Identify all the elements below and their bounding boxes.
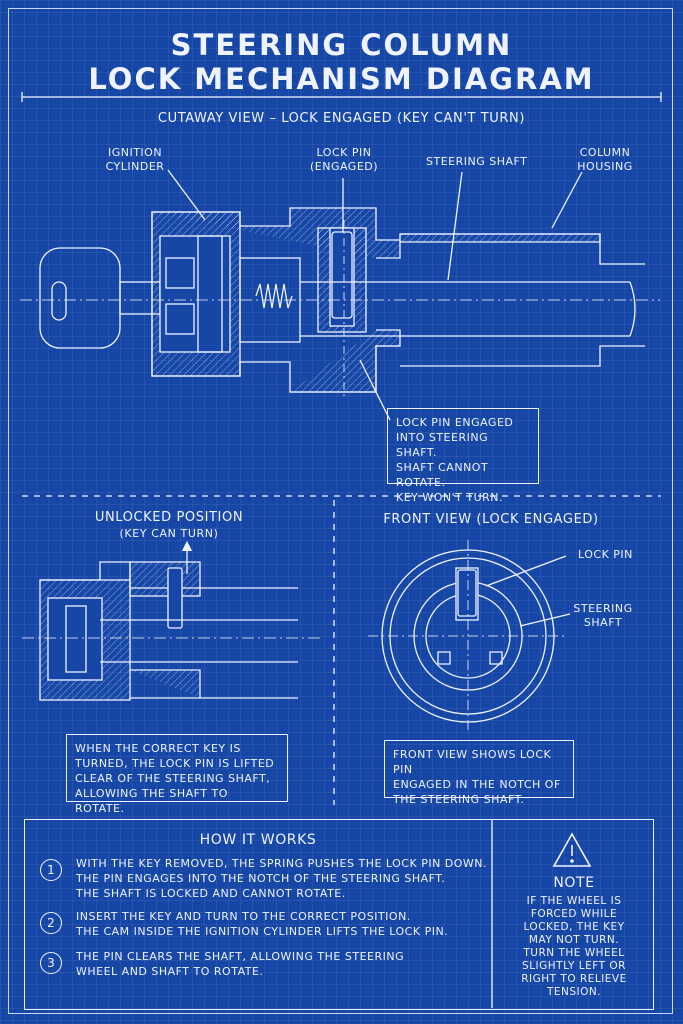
unlocked-heading: UNLOCKED POSITION bbox=[94, 510, 244, 525]
front-lockpin-label: LOCK PIN bbox=[578, 548, 633, 561]
step-number-3: 3 bbox=[40, 952, 62, 974]
housing-leader bbox=[551, 171, 583, 229]
front-view bbox=[368, 540, 571, 732]
cutaway-view bbox=[20, 207, 660, 400]
lockpin-label: LOCK PIN(ENGAGED) bbox=[309, 146, 379, 173]
shaft-leader bbox=[447, 171, 463, 281]
unlocked-view bbox=[22, 540, 320, 701]
how-heading: HOW IT WORKS bbox=[199, 832, 317, 848]
how-it-works-panel bbox=[24, 819, 654, 1010]
front-heading: FRONT VIEW (LOCK ENGAGED) bbox=[383, 512, 599, 527]
step-1-text: WITH THE KEY REMOVED, THE SPRING PUSHES … bbox=[76, 857, 488, 900]
warning-icon bbox=[552, 832, 592, 867]
cutaway-heading: CUTAWAY VIEW – LOCK ENGAGED (KEY CAN'T T… bbox=[157, 111, 526, 126]
step-number-1: 1 bbox=[40, 859, 62, 881]
ignition-leader bbox=[167, 169, 206, 221]
note-leader bbox=[359, 359, 391, 421]
note-heading: NOTE bbox=[553, 875, 595, 891]
page-title: STEERING COLUMN bbox=[170, 28, 513, 62]
step-2-text: INSERT THE KEY AND TURN TO THE CORRECT P… bbox=[76, 910, 449, 938]
step-number-2: 2 bbox=[40, 912, 62, 934]
page-title-line2: LOCK MECHANISM DIAGRAM bbox=[88, 62, 595, 96]
shaft-label: STEERING SHAFT bbox=[426, 155, 528, 168]
step-3-text: THE PIN CLEARS THE SHAFT, ALLOWING THE S… bbox=[76, 950, 405, 978]
page-frame bbox=[8, 8, 673, 1014]
unlocked-subheading: (KEY CAN TURN) bbox=[119, 527, 219, 540]
